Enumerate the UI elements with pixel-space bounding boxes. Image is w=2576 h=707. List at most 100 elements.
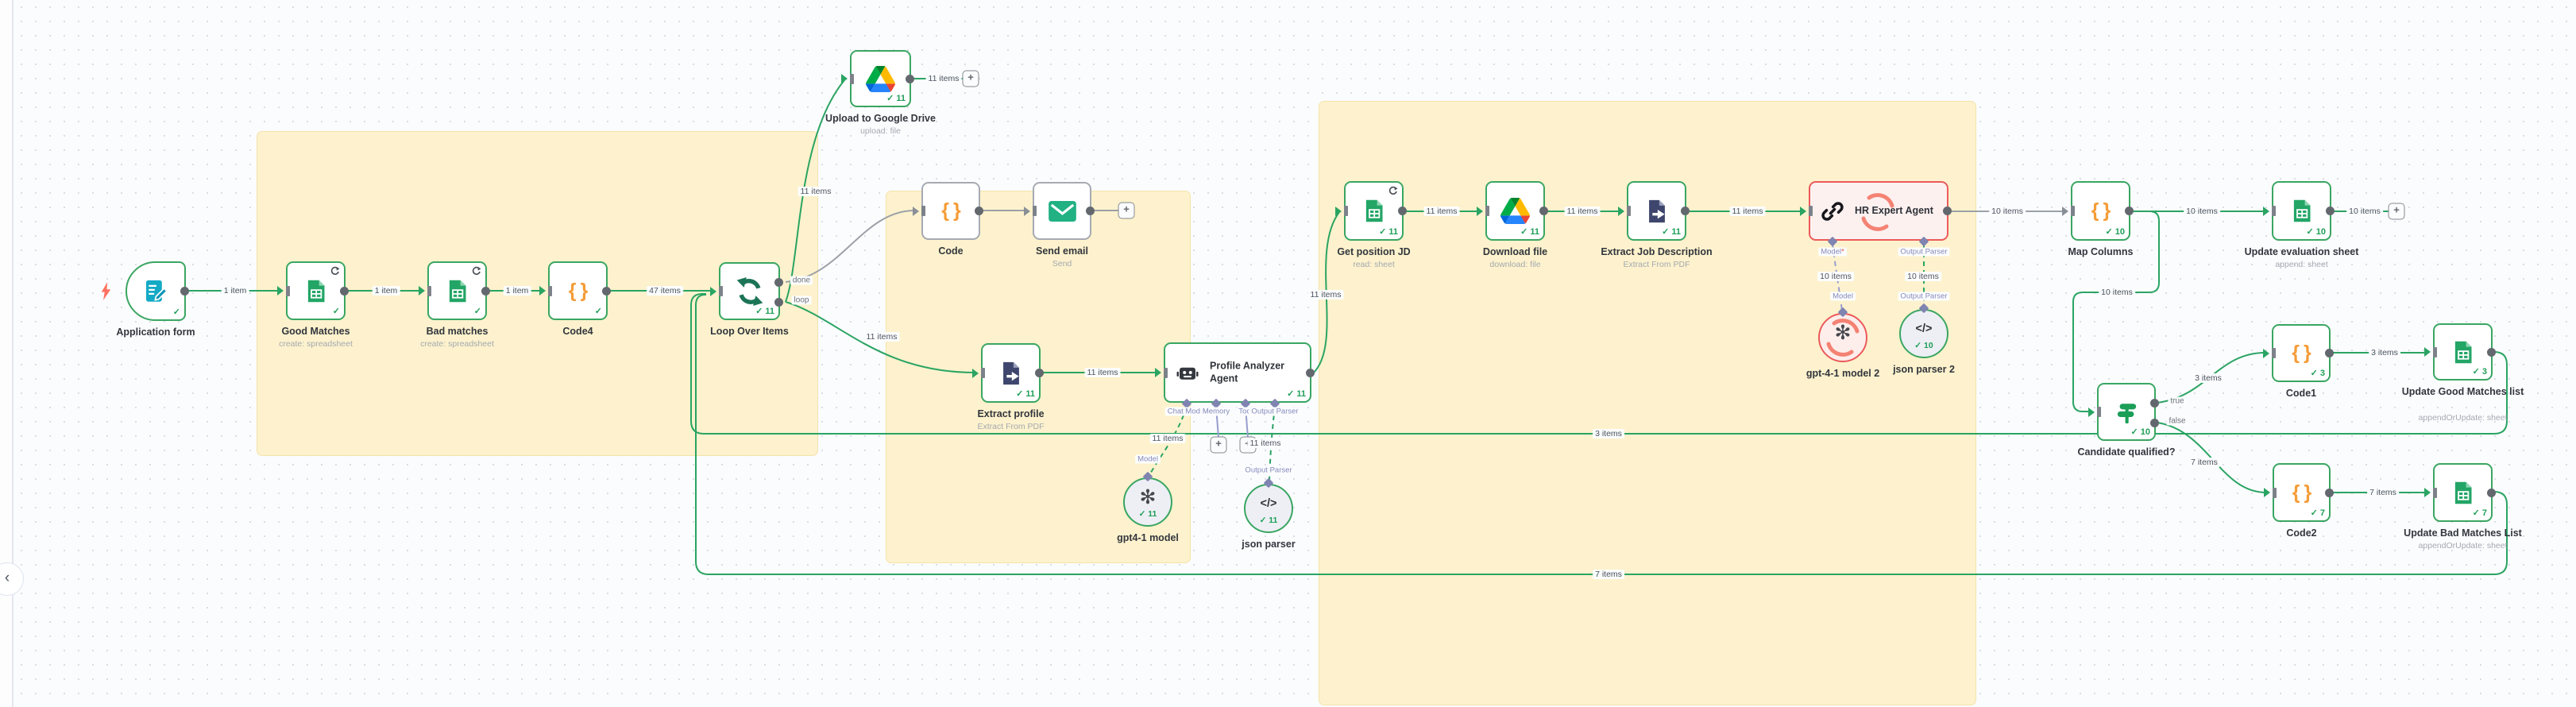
input-port[interactable] xyxy=(2271,206,2276,216)
output-port[interactable] xyxy=(2324,488,2334,497)
connection-edge[interactable] xyxy=(1312,211,1340,374)
output-port[interactable] xyxy=(2124,207,2134,215)
add-node-button[interactable]: + xyxy=(1239,436,1257,454)
node-code4[interactable]: { }✓ xyxy=(539,261,611,320)
output-port[interactable] xyxy=(2324,349,2334,357)
input-port[interactable] xyxy=(547,285,552,296)
input-port[interactable] xyxy=(1485,206,1489,216)
success-check: ✓ 11 xyxy=(1520,227,1539,237)
node-code[interactable]: { } xyxy=(913,182,983,240)
node-code2[interactable]: { }✓ 7 xyxy=(2264,463,2334,522)
node-bad-matches[interactable]: ✓ xyxy=(419,261,490,320)
connection-edge[interactable] xyxy=(785,79,845,303)
input-port[interactable] xyxy=(2272,487,2277,498)
node-update-good-matches-list[interactable]: ✓ 3 xyxy=(2424,323,2496,381)
output-port[interactable] xyxy=(1085,207,1095,215)
input-arrow-icon xyxy=(2424,347,2435,357)
output-port[interactable] xyxy=(1942,207,1952,215)
add-node-button[interactable]: + xyxy=(1210,436,1227,454)
connection-edge[interactable] xyxy=(2072,211,2160,412)
node-candidate-qualified[interactable]: ✓ 10 xyxy=(2088,383,2159,441)
node-json-parser[interactable]: </>✓ 11 xyxy=(1244,484,1293,533)
node-upload-to-google-drive[interactable]: ✓ 11 xyxy=(841,50,914,107)
input-port[interactable] xyxy=(285,285,290,296)
node-extract-job-description[interactable]: ✓ 11 xyxy=(1618,181,1690,241)
input-port[interactable] xyxy=(921,206,925,216)
node-code1[interactable]: { }✓ 3 xyxy=(2263,324,2334,382)
output-port[interactable] xyxy=(601,286,611,296)
input-port[interactable] xyxy=(980,368,985,378)
output-port[interactable] xyxy=(2325,207,2335,215)
success-check: ✓ xyxy=(594,307,602,316)
input-port[interactable] xyxy=(1808,206,1813,216)
output-port[interactable] xyxy=(774,277,783,287)
input-port[interactable] xyxy=(718,286,723,296)
output-port[interactable] xyxy=(974,207,983,215)
node-update-bad-matches-list[interactable]: ✓ 7 xyxy=(2424,463,2496,522)
input-arrow-icon xyxy=(1477,206,1488,216)
input-port[interactable] xyxy=(1626,206,1631,216)
input-arrow-icon xyxy=(1618,206,1629,216)
input-port[interactable] xyxy=(1032,206,1037,216)
output-port[interactable] xyxy=(1680,207,1690,215)
input-port[interactable] xyxy=(2432,346,2437,357)
connection-edge[interactable] xyxy=(1269,406,1276,482)
success-check: ✓ 11 xyxy=(1662,227,1681,237)
node-map-columns[interactable]: { }✓ 10 xyxy=(2062,181,2134,241)
success-check: ✓ 11 xyxy=(755,307,774,316)
input-port[interactable] xyxy=(849,73,854,84)
connection-edge[interactable] xyxy=(785,210,916,283)
output-port[interactable] xyxy=(481,286,490,296)
add-node-button[interactable]: + xyxy=(962,70,979,87)
add-node-button[interactable]: + xyxy=(2388,203,2405,220)
input-port[interactable] xyxy=(1343,206,1348,216)
node-hr-expert-agent[interactable]: HR Expert Agent xyxy=(1800,181,1952,241)
output-port[interactable] xyxy=(2149,418,2159,427)
output-port[interactable] xyxy=(1397,207,1407,215)
node-extract-profile[interactable]: ✓ 11 xyxy=(972,343,1044,403)
input-port[interactable] xyxy=(2432,487,2437,498)
output-port[interactable] xyxy=(180,287,189,296)
output-port[interactable] xyxy=(905,74,914,83)
node-download-file[interactable]: ✓ 11 xyxy=(1477,181,1548,241)
input-port[interactable] xyxy=(1163,367,1168,378)
output-port[interactable] xyxy=(1305,368,1315,377)
input-port[interactable] xyxy=(427,285,431,296)
node-gpt-4-1-model-2[interactable]: ✻ xyxy=(1818,313,1867,362)
add-node-button[interactable]: + xyxy=(1118,202,1135,219)
success-check: ✓ 7 xyxy=(2310,508,2325,518)
node-profile-analyzer-agent[interactable]: Profile Analyzer Agent✓ 11 xyxy=(1155,342,1315,403)
output-port[interactable] xyxy=(1539,207,1548,215)
node-get-position-jd[interactable]: ✓ 11 xyxy=(1335,181,1407,241)
node-send-email[interactable] xyxy=(1024,182,1095,240)
node-json-parser-2[interactable]: </>✓ 10 xyxy=(1899,309,1948,358)
input-port[interactable] xyxy=(2271,348,2276,358)
node-good-matches[interactable]: ✓ xyxy=(277,261,349,320)
node-application-form[interactable]: ✓ xyxy=(126,261,189,321)
connection-edge[interactable] xyxy=(690,293,2508,435)
connection-edge[interactable] xyxy=(1149,406,1188,476)
connection-edge[interactable] xyxy=(785,301,975,373)
node-loop-over-items[interactable]: ✓ 11 xyxy=(710,262,783,320)
connection-edge[interactable] xyxy=(1832,243,1843,311)
input-port[interactable] xyxy=(2096,407,2101,417)
output-port[interactable] xyxy=(774,297,783,307)
input-arrow-icon xyxy=(2088,407,2099,417)
output-port[interactable] xyxy=(2486,347,2496,357)
output-port[interactable] xyxy=(1034,369,1044,377)
connection-edge[interactable] xyxy=(695,294,2508,575)
input-port[interactable] xyxy=(2070,206,2075,216)
input-arrow-icon xyxy=(2263,206,2274,216)
refresh-icon xyxy=(472,266,481,276)
robot-icon xyxy=(1176,361,1199,384)
output-port[interactable] xyxy=(339,286,349,296)
connection-edge[interactable] xyxy=(2157,352,2266,404)
output-port[interactable] xyxy=(2486,488,2496,497)
node-gpt4-1-model[interactable]: ✻✓ 11 xyxy=(1123,477,1172,527)
node-update-evaluation-sheet[interactable]: ✓ 10 xyxy=(2263,181,2335,241)
output-port[interactable] xyxy=(2149,398,2159,408)
input-arrow-icon xyxy=(1335,206,1346,216)
input-arrow-icon xyxy=(277,286,288,296)
input-arrow-icon xyxy=(1024,206,1035,216)
